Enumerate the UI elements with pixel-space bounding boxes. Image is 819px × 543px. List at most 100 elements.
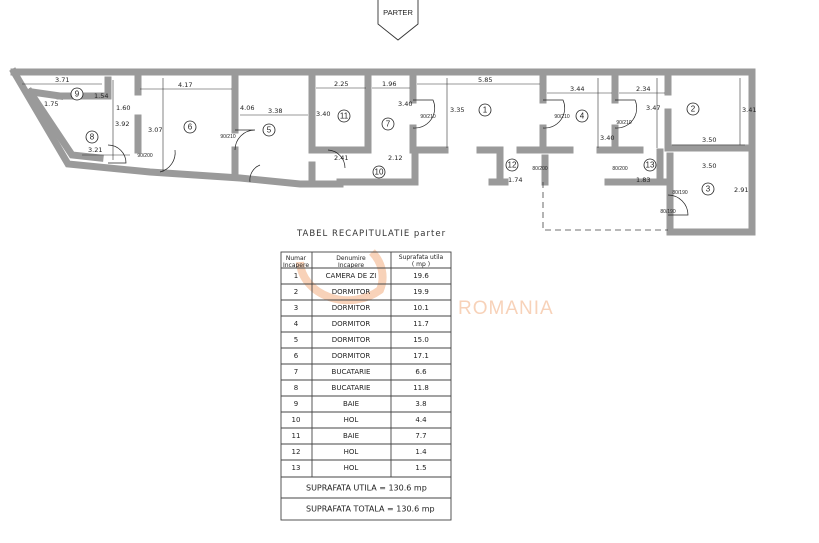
cell-area: 19.9 (413, 288, 429, 296)
door-swing (107, 144, 127, 164)
cell-name: CAMERA DE ZI (326, 272, 377, 280)
cell-num: 1 (294, 272, 298, 280)
cell-num: 8 (294, 384, 298, 392)
summary-useful: SUPRAFATA UTILA = 130.6 mp (306, 484, 427, 493)
cell-area: 4.4 (415, 416, 427, 424)
svg-text:12: 12 (508, 161, 517, 170)
cell-num: 2 (294, 288, 298, 296)
dim-label: 3.47 (646, 104, 660, 112)
header-name: Incapere (338, 262, 364, 269)
cell-name: DORMITOR (332, 288, 371, 296)
svg-text:8: 8 (90, 133, 95, 142)
cell-area: 3.8 (415, 400, 426, 408)
room-8-label: 8 (85, 130, 99, 144)
room-3-label: 3 (701, 182, 715, 196)
room-labels: 1 2 3 4 5 6 7 8 9 10 11 12 13 (70, 87, 715, 196)
table-row: 2 DORMITOR 19.9 (281, 283, 451, 296)
door-swing (249, 164, 261, 183)
dim-label: 1.74 (508, 176, 522, 184)
walls (9, 67, 756, 236)
cell-num: 7 (294, 368, 298, 376)
room-1-label: 1 (478, 103, 492, 117)
header-num: Numar (286, 255, 307, 262)
header-name: Denumire (336, 255, 366, 262)
svg-text:1: 1 (483, 106, 488, 115)
level-marker: PARTER (377, 0, 419, 41)
door-swing (542, 99, 566, 129)
dim-label: 2.12 (388, 154, 402, 162)
header-area: Suprafata utila (399, 254, 444, 261)
dim-label: 3.38 (268, 107, 282, 115)
door-swing (327, 149, 346, 169)
room-4-label: 4 (575, 109, 589, 123)
door-label: 90/210 (554, 114, 570, 120)
dim-label: 1.54 (94, 92, 108, 100)
doors: 90/210 90/210 90/210 90/210 80/200 80/20… (107, 99, 689, 216)
room-2-label: 2 (686, 102, 700, 116)
cell-num: 11 (292, 432, 301, 440)
dim-label: 3.40 (316, 110, 330, 118)
cell-area: 7.7 (415, 432, 426, 440)
cell-area: 17.1 (413, 352, 429, 360)
svg-text:13: 13 (646, 161, 655, 170)
table-row: 8 BUCATARIE 11.8 (281, 379, 451, 392)
room-6-label: 6 (183, 120, 197, 134)
cell-area: 1.4 (415, 448, 427, 456)
room-13-label: 13 (643, 158, 657, 172)
dim-label: 4.17 (178, 81, 192, 89)
dim-label: 3.41 (742, 106, 756, 114)
level-label: PARTER (383, 8, 413, 17)
door-label: 90/210 (616, 120, 632, 126)
door-swing (234, 129, 256, 151)
cell-num: 9 (294, 400, 298, 408)
dim-label: 5.85 (478, 76, 492, 84)
cell-area: 1.5 (415, 464, 426, 472)
svg-text:3: 3 (706, 185, 711, 194)
dim-label: 4.06 (240, 104, 254, 112)
svg-text:5: 5 (267, 126, 272, 135)
cell-name: DORMITOR (332, 352, 371, 360)
header-num: Incapere (283, 262, 309, 269)
dim-label: 1.60 (116, 104, 130, 112)
cell-name: BAIE (343, 432, 359, 440)
table-row: 9 BAIE 3.8 (281, 395, 451, 408)
door-label: 80/200 (532, 166, 548, 172)
cell-area: 6.6 (415, 368, 427, 376)
cell-num: 5 (294, 336, 298, 344)
cell-area: 11.7 (413, 320, 429, 328)
dim-label: 2.41 (334, 154, 348, 162)
svg-text:7: 7 (386, 120, 391, 129)
dim-label: 1.96 (382, 80, 396, 88)
table-title: TABEL RECAPITULATIE parter (296, 229, 446, 239)
table-row: 1 CAMERA DE ZI 19.6 (281, 267, 451, 280)
header-area: ( mp ) (412, 261, 430, 268)
room-7-label: 7 (381, 117, 395, 131)
room-5-label: 5 (262, 123, 276, 137)
cell-area: 19.6 (413, 272, 429, 280)
cell-name: HOL (344, 448, 359, 456)
door-label: 90/210 (420, 114, 436, 120)
room-11-label: 11 (337, 109, 351, 123)
cell-area: 11.8 (413, 384, 429, 392)
svg-text:9: 9 (75, 90, 80, 99)
cell-name: BAIE (343, 400, 359, 408)
cell-name: BUCATARIE (332, 384, 371, 392)
dim-label: 3.50 (702, 162, 716, 170)
cell-area: 15.0 (413, 336, 429, 344)
dim-label: 1.75 (44, 100, 58, 108)
door-swing (614, 99, 638, 129)
cell-num: 6 (294, 352, 299, 360)
table-row: 6 DORMITOR 17.1 (281, 347, 451, 360)
dim-label: 2.91 (734, 186, 748, 194)
cell-num: 4 (294, 320, 299, 328)
door-label: 80/190 (660, 209, 676, 215)
dim-label: 3.92 (115, 120, 129, 128)
